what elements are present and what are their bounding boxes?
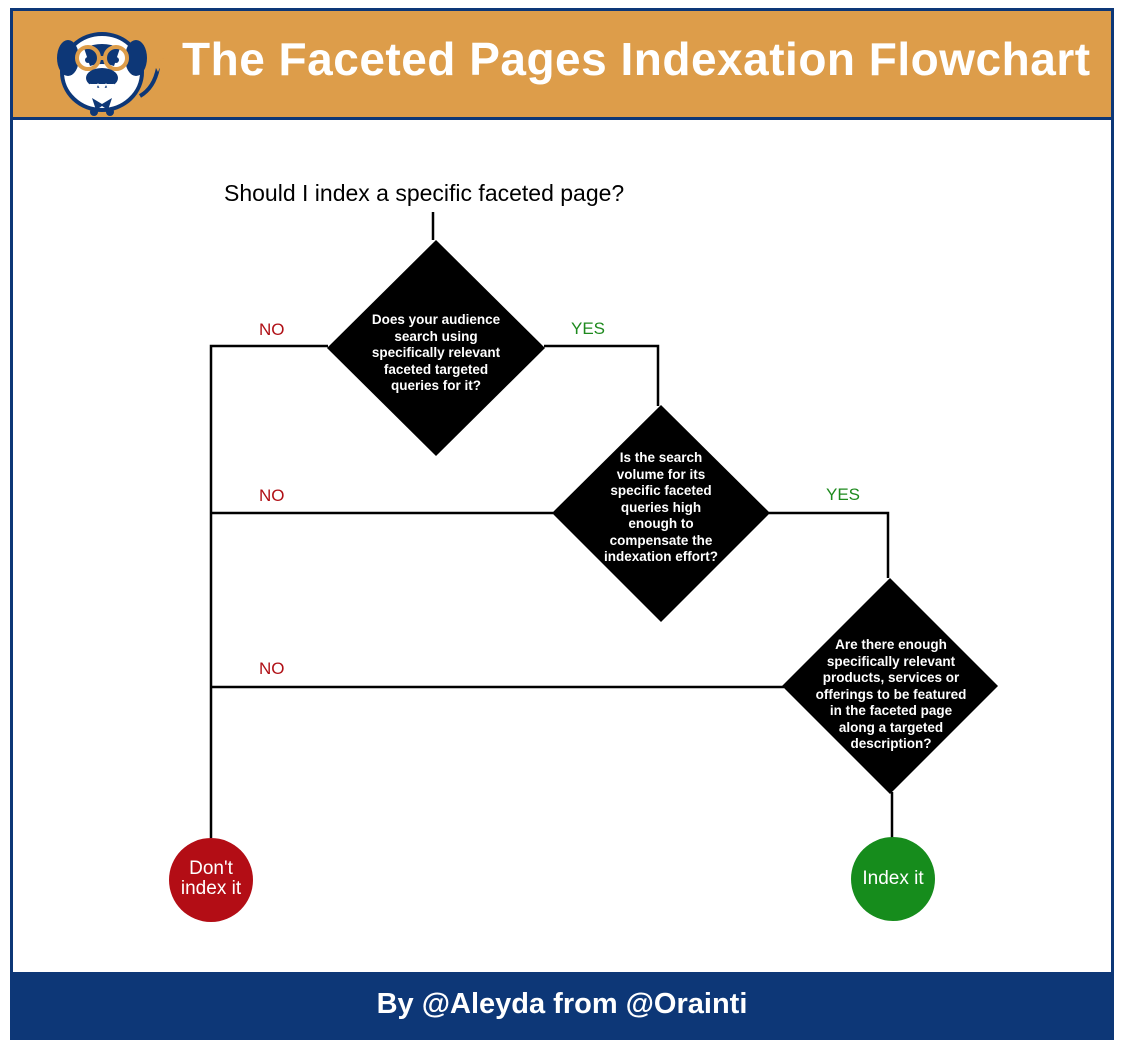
connector-no-main: [209, 344, 328, 838]
footer-credit: By @Aleyda from @Orainti: [376, 988, 748, 1020]
decision-2-text: Is the search volume for its specific fa…: [604, 450, 718, 564]
no-label-3: NO: [259, 659, 285, 678]
connector-yes-2: [769, 511, 890, 578]
outcome-dont-index-circle: [169, 838, 253, 922]
outcome-index-circle: [851, 837, 935, 921]
bulldog-mascot-icon: [57, 32, 164, 116]
decision-diamond-2: [552, 405, 770, 622]
header-banner: [13, 11, 1111, 120]
decision-3-text: Are there enough specifically relevant p…: [815, 637, 967, 751]
yes-label-2: YES: [826, 485, 861, 504]
no-label-2: NO: [259, 486, 285, 505]
start-question: Should I index a specific faceted page?: [224, 180, 625, 206]
decision-1-text: Does your audience search using specific…: [371, 312, 501, 393]
outcome-dont-index-label: Don't index it: [180, 858, 242, 899]
outcome-index-label: Index it: [862, 868, 924, 889]
yes-label-1: YES: [571, 319, 606, 338]
connector-yes-1: [544, 344, 660, 406]
decision-diamond-1: [327, 240, 545, 456]
no-label-1: NO: [259, 320, 285, 339]
page-title: The Faceted Pages Indexation Flowchart: [182, 33, 1091, 85]
footer-banner: By @Aleyda from @Orainti: [13, 972, 1111, 1037]
decision-diamond-3: [782, 578, 998, 794]
